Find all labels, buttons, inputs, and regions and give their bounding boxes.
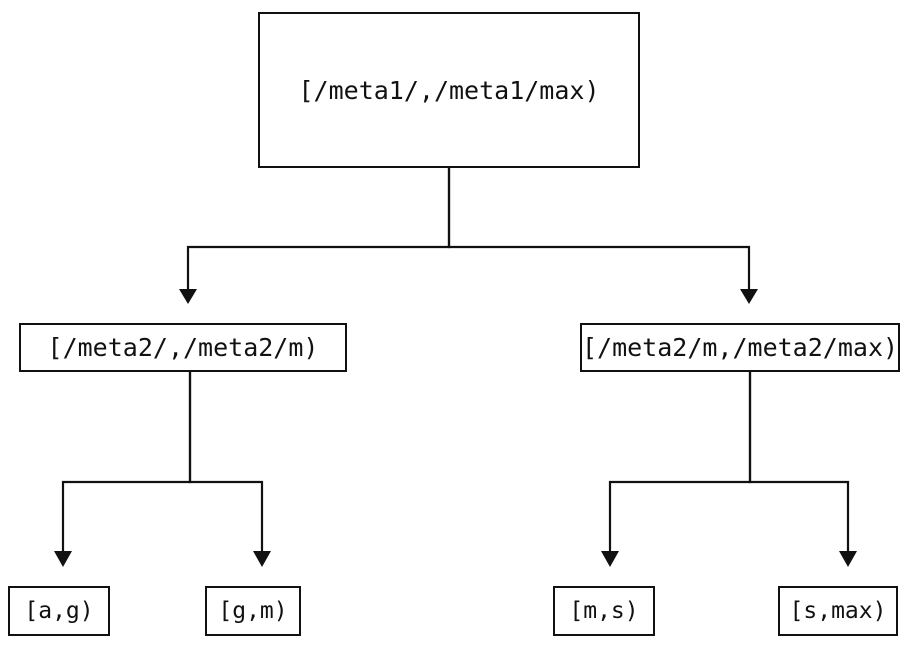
- node-mid-right[interactable]: [/meta2/m,/meta2/max): [580, 323, 900, 372]
- arrowhead-icon: [740, 289, 758, 304]
- node-mid-right-label: [/meta2/m,/meta2/max): [581, 333, 899, 362]
- node-mid-left[interactable]: [/meta2/,/meta2/m): [19, 323, 347, 372]
- edge-root-to-mid-right: [447, 168, 758, 304]
- node-leaf-a-g-label: [a,g): [24, 597, 94, 624]
- arrowhead-icon: [601, 551, 619, 567]
- node-leaf-m-s[interactable]: [m,s): [553, 586, 655, 636]
- node-leaf-s-max-label: [s,max): [789, 597, 887, 624]
- node-leaf-a-g[interactable]: [a,g): [8, 586, 110, 636]
- node-root-label: [/meta1/,/meta1/max): [298, 75, 600, 105]
- edge-mid-left-to-leaf-g-m: [188, 372, 271, 567]
- arrowhead-icon: [179, 289, 197, 304]
- edge-mid-right-to-leaf-m-s: [601, 372, 752, 567]
- edge-mid-left-to-leaf-a-g: [54, 372, 192, 567]
- node-mid-left-label: [/meta2/,/meta2/m): [47, 333, 319, 362]
- node-leaf-g-m-label: [g,m): [218, 597, 288, 624]
- node-root[interactable]: [/meta1/,/meta1/max): [258, 12, 640, 168]
- edge-root-to-mid-left: [179, 168, 451, 304]
- arrowhead-icon: [839, 551, 857, 567]
- node-leaf-g-m[interactable]: [g,m): [205, 586, 301, 636]
- edge-mid-right-to-leaf-s-max: [748, 372, 857, 567]
- arrowhead-icon: [253, 551, 271, 567]
- node-leaf-m-s-label: [m,s): [569, 597, 639, 624]
- node-leaf-s-max[interactable]: [s,max): [778, 586, 898, 636]
- arrowhead-icon: [54, 551, 72, 567]
